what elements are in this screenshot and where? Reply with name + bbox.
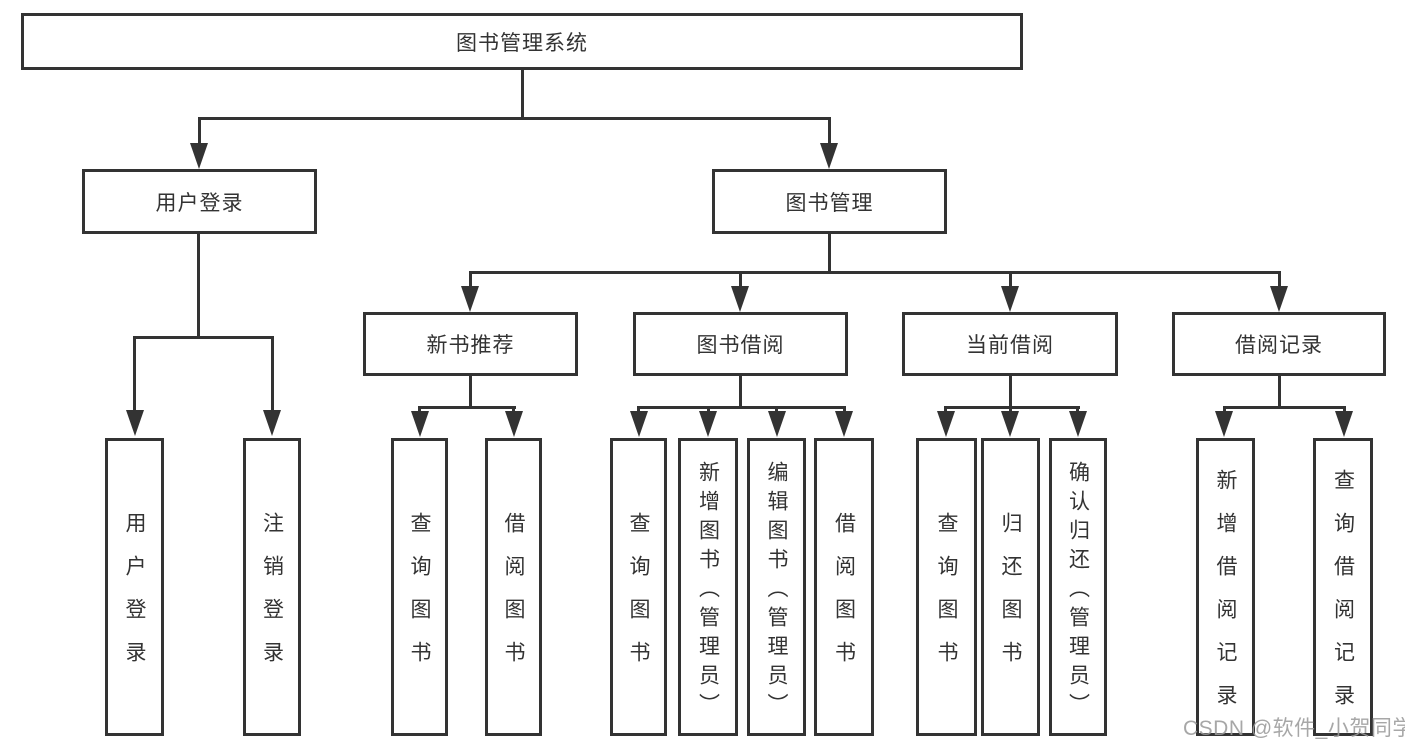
- connector-line: [944, 406, 1080, 409]
- leaf-current-query-books: 查询图书: [916, 438, 977, 736]
- arrowhead-down-icon: [1001, 411, 1019, 437]
- connector-line: [707, 406, 710, 414]
- connector-line: [637, 406, 640, 414]
- connector-line: [1009, 376, 1012, 409]
- connector-line: [521, 70, 524, 120]
- node-current-borrowing: 当前借阅: [902, 312, 1118, 376]
- leaf-recommend-borrow-books: 借阅图书: [485, 438, 542, 736]
- arrowhead-down-icon: [630, 411, 648, 437]
- connector-line: [1223, 406, 1226, 414]
- connector-line: [418, 406, 421, 414]
- connector-line: [775, 406, 778, 414]
- arrowhead-down-icon: [1069, 411, 1087, 437]
- leaf-borrowing-query-books: 查询图书: [610, 438, 667, 736]
- connector-line: [828, 120, 831, 147]
- leaf-records-add-borrow-record: 新增借阅记录: [1196, 438, 1255, 736]
- connector-line: [1343, 406, 1346, 414]
- connector-line: [418, 406, 516, 409]
- arrowhead-down-icon: [126, 410, 144, 436]
- connector-line: [739, 274, 742, 288]
- leaf-label: 确认归还（管理员）: [1066, 460, 1090, 722]
- arrowhead-down-icon: [820, 143, 838, 169]
- connector-line: [198, 117, 831, 120]
- connector-line: [637, 406, 846, 409]
- leaf-label: 用户登录: [123, 512, 146, 684]
- connector-line: [198, 120, 201, 147]
- connector-line: [469, 376, 472, 409]
- leaf-user-login: 用户登录: [105, 438, 164, 736]
- arrowhead-down-icon: [461, 286, 479, 312]
- leaf-label: 借阅图书: [502, 512, 525, 684]
- leaf-label: 新增借阅记录: [1214, 469, 1237, 727]
- connector-line: [843, 406, 846, 414]
- connector-line: [944, 406, 947, 414]
- leaf-borrowing-borrow-books: 借阅图书: [814, 438, 874, 736]
- leaf-borrowing-edit-books-admin: 编辑图书（管理员）: [747, 438, 806, 736]
- connector-line: [1076, 406, 1079, 414]
- leaf-label: 查询图书: [627, 512, 650, 684]
- connector-line: [271, 339, 274, 412]
- arrowhead-down-icon: [505, 411, 523, 437]
- leaf-current-confirm-return-admin: 确认归还（管理员）: [1049, 438, 1107, 736]
- arrowhead-down-icon: [1001, 286, 1019, 312]
- connector-line: [469, 274, 472, 288]
- arrowhead-down-icon: [190, 143, 208, 169]
- connector-line: [1278, 376, 1281, 409]
- arrowhead-down-icon: [1270, 286, 1288, 312]
- connector-line: [1278, 274, 1281, 288]
- arrowhead-down-icon: [699, 411, 717, 437]
- connector-line: [133, 336, 274, 339]
- arrowhead-down-icon: [731, 286, 749, 312]
- connector-line: [197, 233, 200, 339]
- connector-line: [1223, 406, 1346, 409]
- arrowhead-down-icon: [937, 411, 955, 437]
- leaf-current-return-books: 归还图书: [981, 438, 1040, 736]
- connector-line: [133, 339, 136, 412]
- leaf-label: 查询图书: [408, 512, 431, 684]
- node-user-login: 用户登录: [82, 169, 317, 234]
- node-book-borrowing: 图书借阅: [633, 312, 848, 376]
- leaf-label: 注销登录: [260, 512, 284, 684]
- leaf-recommend-query-books: 查询图书: [391, 438, 448, 736]
- leaf-label: 归还图书: [999, 512, 1022, 684]
- connector-line: [739, 376, 742, 409]
- node-library-management-system: 图书管理系统: [21, 13, 1023, 70]
- leaf-label: 查询借阅记录: [1331, 469, 1355, 727]
- leaf-label: 新增图书（管理员）: [696, 460, 720, 722]
- node-new-book-recommend: 新书推荐: [363, 312, 578, 376]
- node-book-management: 图书管理: [712, 169, 947, 234]
- arrowhead-down-icon: [768, 411, 786, 437]
- arrowhead-down-icon: [1215, 411, 1233, 437]
- leaf-borrowing-add-books-admin: 新增图书（管理员）: [678, 438, 738, 736]
- node-borrowing-records: 借阅记录: [1172, 312, 1386, 376]
- connector-line: [1009, 274, 1012, 288]
- csdn-watermark: CSDN @软件_小贺同学: [1183, 717, 1405, 740]
- arrowhead-down-icon: [1335, 411, 1353, 437]
- arrowhead-down-icon: [263, 410, 281, 436]
- connector-line: [828, 234, 831, 274]
- leaf-logout: 注销登录: [243, 438, 301, 736]
- arrowhead-down-icon: [411, 411, 429, 437]
- leaf-records-query-borrow-record: 查询借阅记录: [1313, 438, 1373, 736]
- connector-line: [1009, 406, 1012, 414]
- leaf-label: 编辑图书（管理员）: [765, 460, 788, 722]
- arrowhead-down-icon: [835, 411, 853, 437]
- leaf-label: 查询图书: [935, 512, 958, 684]
- connector-line: [512, 406, 515, 414]
- leaf-label: 借阅图书: [832, 512, 856, 684]
- connector-line: [469, 271, 1281, 274]
